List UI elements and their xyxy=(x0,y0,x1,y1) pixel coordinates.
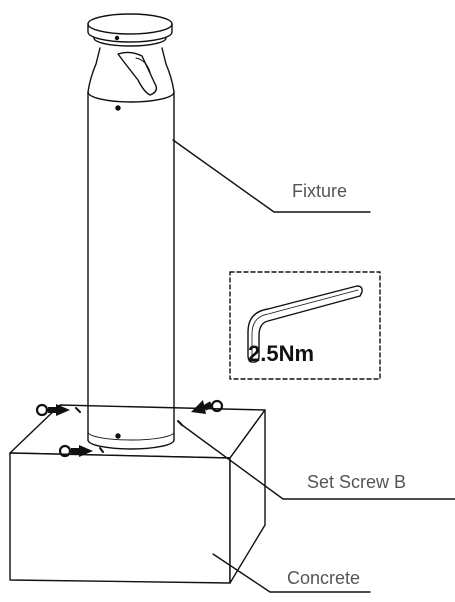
fixture-leader-line xyxy=(172,139,371,213)
fixture-label: Fixture xyxy=(292,181,348,201)
concrete-block xyxy=(9,404,266,584)
set-screw-leader-line xyxy=(181,424,455,500)
torque-value: 2.5Nm xyxy=(248,341,315,366)
rotation-arrow-icon xyxy=(58,444,93,458)
set-screw-label: Set Screw B xyxy=(307,472,407,492)
allen-key-icon xyxy=(247,285,363,363)
allen-key-box xyxy=(229,271,381,380)
concrete-leader-line xyxy=(212,553,371,593)
set-screws xyxy=(75,407,183,453)
rotation-arrow-icon xyxy=(35,403,70,417)
rotation-arrow-icon xyxy=(191,399,224,414)
fixture-pole xyxy=(87,13,175,450)
concrete-label: Concrete xyxy=(287,568,361,588)
